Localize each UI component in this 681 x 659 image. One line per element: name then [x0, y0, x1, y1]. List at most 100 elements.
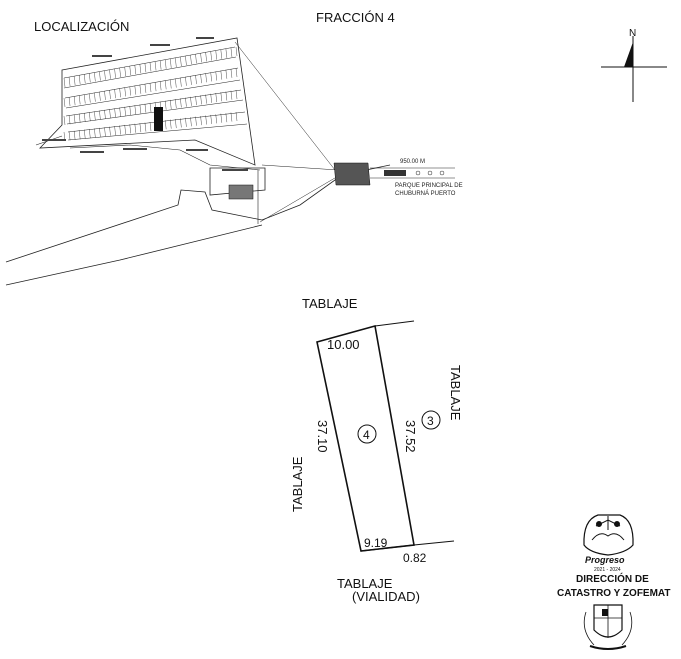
lot-division-line: [235, 89, 238, 100]
lot-division-line: [99, 110, 101, 120]
lot-division-line: [124, 87, 126, 97]
municipal-shield-icon: [583, 604, 633, 650]
lot-division-line: [119, 88, 121, 98]
right-tablaje-label: TABLAJE: [448, 365, 463, 421]
lot-division-line: [73, 96, 76, 106]
park-label-line2: CHUBURNÁ PUERTO: [395, 190, 456, 197]
lot-division-line: [84, 74, 86, 84]
lot-division-line: [154, 61, 157, 71]
lot-division-line: [68, 77, 71, 87]
lot-division-line: [78, 113, 81, 123]
lot-division-line: [175, 119, 177, 129]
lot-division-line: [195, 116, 197, 126]
lot-division-line: [200, 74, 202, 84]
lot-division-line: [109, 90, 111, 100]
lot-division-line: [104, 90, 106, 100]
lot-division-line: [63, 115, 66, 126]
lot-division-line: [104, 70, 106, 80]
lot-division-line: [99, 91, 101, 101]
north-label: N: [629, 28, 636, 39]
lot-division-line: [180, 118, 182, 128]
subdivision-outline: [39, 37, 256, 166]
lot-division-line: [139, 84, 142, 94]
lot-division-line: [190, 117, 192, 127]
lot-division-line: [129, 106, 131, 116]
front-dimension: 10.00: [327, 337, 360, 352]
lot-division-line: [170, 99, 172, 109]
lot-division-line: [99, 127, 101, 137]
lot-division-line: [124, 106, 126, 116]
highlight-block: [154, 107, 163, 131]
lot-division-line: [205, 52, 207, 62]
lot-division-line: [180, 77, 182, 87]
top-boundary-extension: [374, 320, 415, 327]
lot-division-line: [124, 124, 126, 134]
location-title: LOCALIZACIÓN: [34, 19, 129, 34]
lot-division-line: [94, 111, 96, 121]
lot-division-line: [119, 67, 121, 77]
target-site: [333, 162, 371, 186]
lot-division-line: [185, 56, 187, 66]
bottom-offset-line: [413, 540, 455, 546]
lot-number: 4: [363, 428, 370, 442]
lot-division-line: [180, 57, 182, 67]
lot-division-line: [139, 104, 142, 114]
lot-division-line: [73, 130, 76, 140]
lot-4-marker: [357, 424, 377, 444]
lot-division-line: [134, 105, 137, 115]
lot-division-line: [119, 125, 121, 135]
lot-division-line: [230, 68, 233, 78]
lot-division-line: [164, 59, 167, 69]
lot-division-line: [99, 71, 101, 81]
seal-office-line2: CATASTRO Y ZOFEMAT: [557, 588, 671, 599]
lot-division-line: [210, 72, 212, 82]
lot-division-line: [63, 97, 66, 108]
lot-division-line: [104, 109, 106, 119]
lot-division-line: [230, 47, 233, 57]
lot-division-line: [215, 71, 217, 81]
lot-division-line: [190, 75, 192, 85]
lot-plan: [316, 320, 455, 552]
lower-block: [209, 167, 266, 196]
lot-division-line: [78, 130, 81, 140]
lot-division-line: [170, 119, 172, 129]
lot-division-line: [124, 67, 126, 77]
lot-division-line: [129, 66, 131, 76]
lot-division-line: [200, 95, 202, 105]
lot-division-line: [109, 126, 111, 136]
lot-division-line: [185, 117, 187, 127]
lot-division-line: [225, 91, 228, 101]
lot-division-line: [220, 70, 223, 80]
lot-division-line: [230, 112, 233, 122]
lot-division-line: [144, 63, 147, 73]
lot-division-line: [205, 115, 207, 125]
lot-division-line: [205, 94, 207, 104]
seal-city: Progreso: [585, 555, 625, 565]
lot-division-line: [144, 83, 147, 93]
seal-office-line1: DIRECCIÓN DE: [576, 572, 649, 585]
lot-division-line: [210, 114, 212, 124]
lot-division-line: [134, 85, 137, 95]
lot-division-line: [129, 86, 131, 96]
bottom-boundary: [360, 544, 415, 552]
lot-division-line: [149, 62, 152, 72]
lot-division-line: [170, 79, 172, 89]
bottom-vialidad-label: (VIALIDAD): [352, 589, 420, 604]
lot-division-line: [114, 108, 116, 118]
lot-division-line: [195, 75, 197, 85]
lot-division-line: [94, 92, 96, 102]
lot-division-line: [164, 100, 167, 110]
map-street-labels: [42, 37, 248, 171]
lot-division-line: [114, 89, 116, 99]
hatched-block: [228, 184, 254, 200]
lot-division-line: [114, 126, 116, 136]
lot-division-line: [170, 58, 172, 68]
park-block: [384, 170, 406, 176]
lot-division-line: [114, 68, 116, 78]
lot-division-line: [94, 128, 96, 138]
lot-division-line: [175, 78, 177, 88]
lot-division-line: [164, 120, 167, 130]
lot-division-line: [159, 81, 162, 91]
